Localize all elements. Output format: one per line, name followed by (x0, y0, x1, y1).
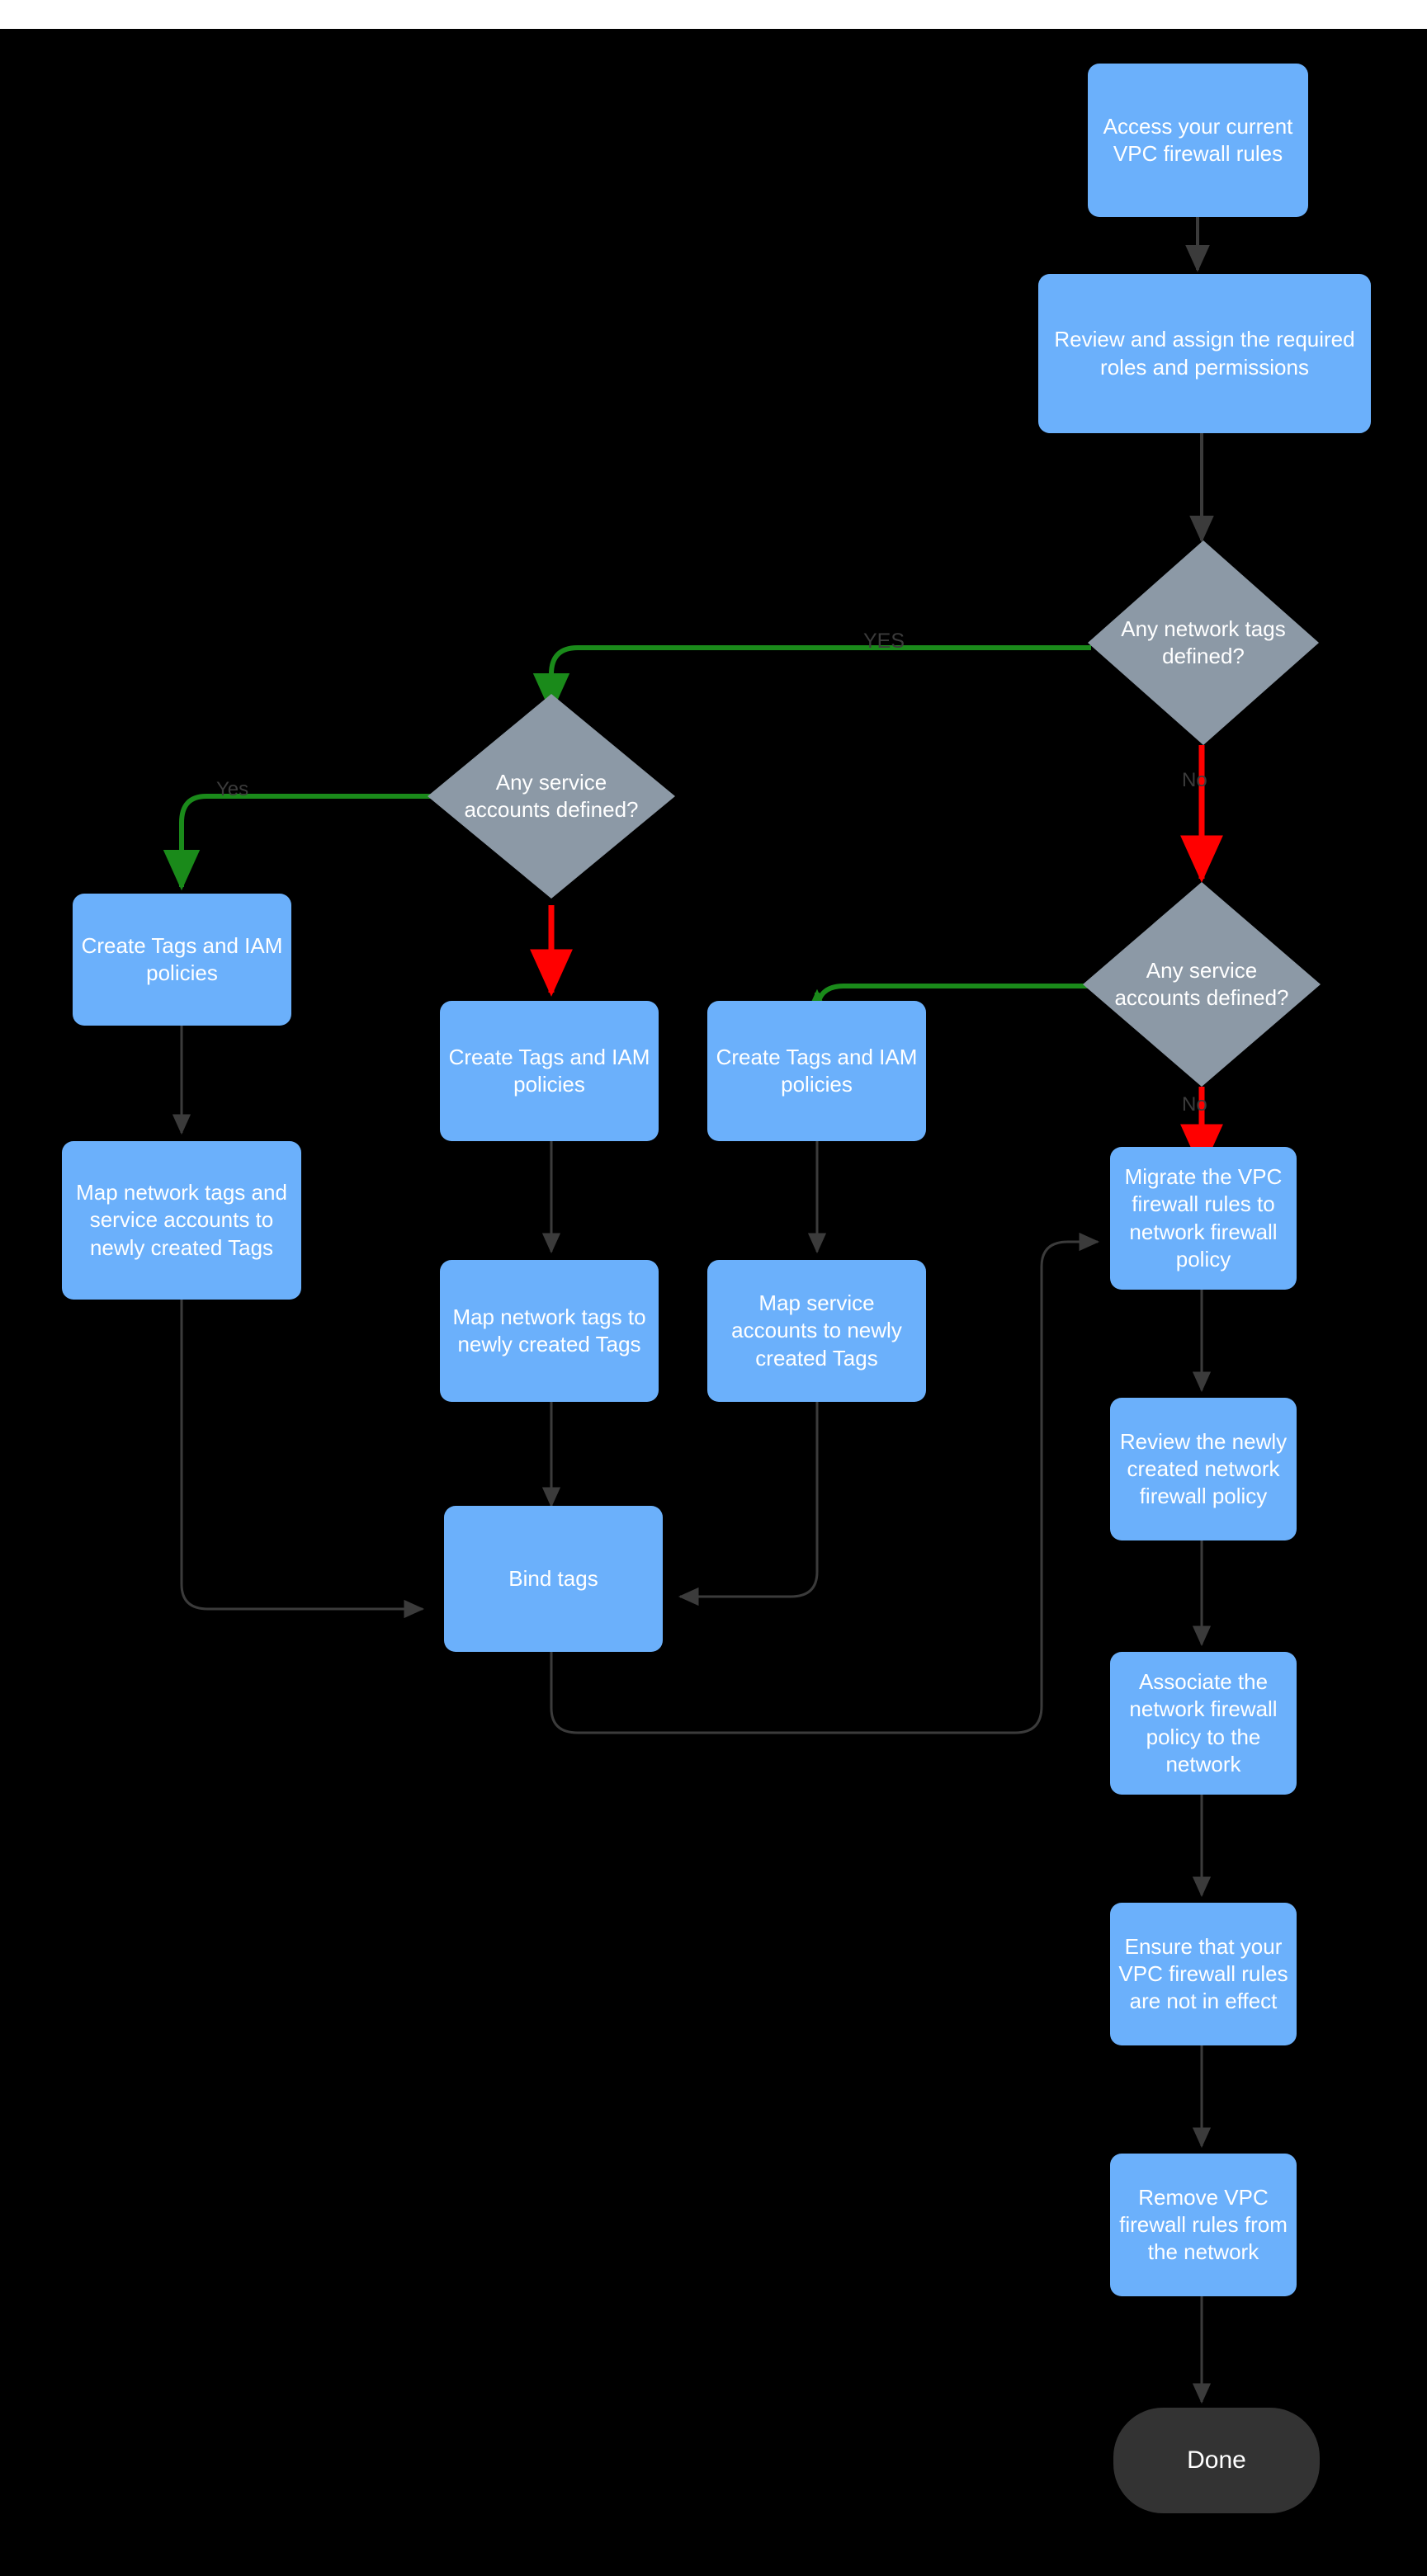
node-review-policy-label: Review the newly created network firewal… (1119, 1428, 1288, 1509)
flowchart-board: Access your current VPC firewall rules R… (0, 29, 1427, 2576)
node-create-tags-iam-right-label: Create Tags and IAM policies (716, 1044, 918, 1097)
node-decision-network-tags-label: Any network tags defined? (1121, 616, 1286, 668)
edge-label-yes-service-accounts-left: Yes (216, 778, 249, 800)
node-map-service-accounts[interactable]: Map service accounts to newly created Ta… (707, 1260, 926, 1402)
node-bind-tags[interactable]: Bind tags (444, 1506, 663, 1652)
node-remove-vpc-rules[interactable]: Remove VPC firewall rules from the netwo… (1110, 2154, 1297, 2296)
node-bind-tags-label: Bind tags (508, 1565, 598, 1591)
node-remove-vpc-rules-label: Remove VPC firewall rules from the netwo… (1119, 2184, 1288, 2265)
node-ensure-not-in-effect-label: Ensure that your VPC firewall rules are … (1118, 1933, 1288, 2014)
node-create-tags-iam-mid-label: Create Tags and IAM policies (448, 1044, 650, 1097)
node-access-vpc[interactable]: Access your current VPC firewall rules (1088, 64, 1308, 217)
node-access-vpc-label: Access your current VPC firewall rules (1103, 113, 1293, 166)
node-map-both[interactable]: Map network tags and service accounts to… (62, 1141, 301, 1300)
node-done[interactable]: Done (1113, 2408, 1320, 2513)
node-create-tags-iam-left-label: Create Tags and IAM policies (81, 932, 283, 985)
node-done-label: Done (1187, 2446, 1246, 2474)
node-map-network-tags-label: Map network tags to newly created Tags (452, 1304, 646, 1356)
node-migrate-rules[interactable]: Migrate the VPC firewall rules to networ… (1110, 1147, 1297, 1290)
node-decision-service-accounts-left-label: Any service accounts defined? (464, 769, 639, 822)
node-map-service-accounts-label: Map service accounts to newly created Ta… (731, 1290, 902, 1371)
node-review-roles-label: Review and assign the required roles and… (1054, 327, 1355, 380)
node-ensure-not-in-effect[interactable]: Ensure that your VPC firewall rules are … (1110, 1903, 1297, 2045)
node-migrate-rules-label: Migrate the VPC firewall rules to networ… (1124, 1163, 1283, 1271)
node-decision-service-accounts-right-label: Any service accounts defined? (1114, 957, 1289, 1010)
node-map-both-label: Map network tags and service accounts to… (76, 1180, 287, 1260)
node-associate-policy[interactable]: Associate the network firewall policy to… (1110, 1652, 1297, 1795)
node-decision-service-accounts-right[interactable]: Any service accounts defined? (1083, 882, 1321, 1087)
node-review-roles[interactable]: Review and assign the required roles and… (1038, 274, 1371, 433)
node-associate-policy-label: Associate the network firewall policy to… (1129, 1668, 1278, 1776)
edge-label-no-network-tags: No (1182, 769, 1207, 791)
edge-label-no-service-accounts-right: No (1182, 1093, 1207, 1116)
node-map-network-tags[interactable]: Map network tags to newly created Tags (440, 1260, 659, 1402)
edge-label-yes-network-tags: YES (863, 630, 905, 653)
node-create-tags-iam-right[interactable]: Create Tags and IAM policies (707, 1001, 926, 1141)
node-create-tags-iam-left[interactable]: Create Tags and IAM policies (73, 894, 291, 1026)
node-decision-service-accounts-left[interactable]: Any service accounts defined? (428, 694, 675, 899)
node-create-tags-iam-mid[interactable]: Create Tags and IAM policies (440, 1001, 659, 1141)
node-decision-network-tags[interactable]: Any network tags defined? (1088, 540, 1319, 745)
node-review-policy[interactable]: Review the newly created network firewal… (1110, 1398, 1297, 1540)
flowchart-edges (163, 217, 1223, 2404)
